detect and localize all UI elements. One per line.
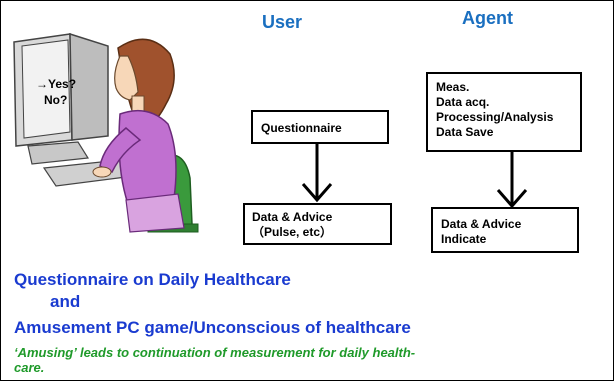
questionnaire-box: Questionnaire xyxy=(251,110,389,144)
agent-process-line: Meas. xyxy=(436,80,470,94)
agent-process-box: Meas. Data acq. Processing/Analysis Data… xyxy=(426,72,582,152)
agent-process-line: Data Save xyxy=(436,125,494,139)
agent-result-box: Data & Advice Indicate xyxy=(431,207,579,253)
user-result-line1: Data & Advice xyxy=(252,210,333,224)
person-at-computer-illustration xyxy=(13,32,199,233)
agent-down-arrow xyxy=(496,152,528,209)
user-result-line2: （Pulse, etc） xyxy=(252,225,333,239)
caption-questionnaire: Questionnaire on Daily Healthcare xyxy=(14,270,291,289)
screen-line-no: No? xyxy=(44,93,68,107)
screen-question: →Yes? No? xyxy=(36,76,76,108)
agent-process-line: Processing/Analysis xyxy=(436,110,554,124)
user-heading: User xyxy=(262,12,303,32)
amusing-note-line2: care. xyxy=(14,360,45,375)
screen-line-yes: →Yes? xyxy=(36,77,77,91)
agent-result-line2: Indicate xyxy=(441,232,487,246)
user-down-arrow xyxy=(301,144,333,203)
caption-and: and xyxy=(50,292,81,311)
caption-amusement: Amusement PC game/Unconscious of healthc… xyxy=(14,318,411,337)
questionnaire-label: Questionnaire xyxy=(261,121,342,135)
amusing-note-line1: ‘Amusing’ leads to continuation of measu… xyxy=(14,345,416,360)
agent-heading: Agent xyxy=(462,8,513,28)
agent-result-line1: Data & Advice xyxy=(441,217,522,231)
agent-process-line: Data acq. xyxy=(436,95,490,109)
user-result-box: Data & Advice （Pulse, etc） xyxy=(243,203,392,245)
amusing-note: ‘Amusing’ leads to continuation of measu… xyxy=(14,345,604,375)
